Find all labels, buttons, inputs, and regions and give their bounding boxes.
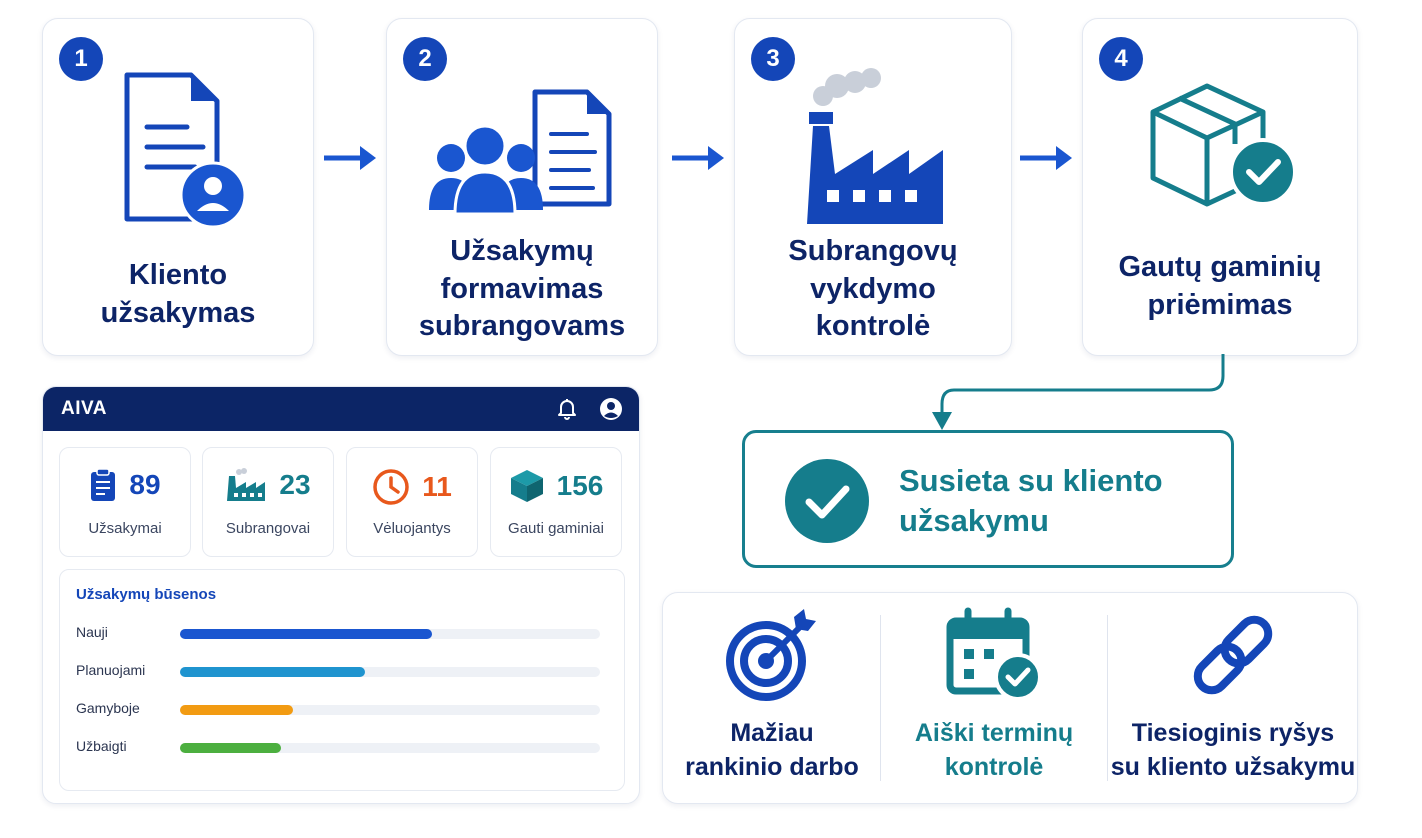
user-avatar-icon[interactable] [599,397,623,421]
benefits-panel: Mažiau rankinio darbo Aiški terminų kont… [662,592,1358,804]
stat-card-subcontractors[interactable]: 23 Subrangovai [202,447,334,557]
status-label: Planuojami [76,662,146,678]
step-number: 4 [1099,37,1143,81]
box-icon [510,470,543,502]
status-label: Gamyboje [76,700,140,716]
stat-card-orders[interactable]: 89 Užsakymai [59,447,191,557]
status-label: Užbaigti [76,738,127,754]
stat-label: Subrangovai [225,520,311,537]
stat-card-delayed[interactable]: 11 Vėluojantys [346,447,478,557]
stat-label: Vėluojantys [373,520,451,537]
status-bar-fill [180,667,365,677]
benefit-direct-link: Tiesioginis ryšys su kliento užsakymu [1107,593,1359,805]
arrow-right-icon [672,146,724,170]
linked-text: Susieta su kliento užsakymu [899,463,1163,539]
stat-value: 11 [422,471,452,502]
status-row-planned: Planuojami [76,662,600,682]
step-card-subcontractor-orders: 2 Užsakymų formavimas subrangovams [386,18,658,356]
team-document-icon [387,57,657,237]
arrow-right-icon [1020,146,1072,170]
step-card-client-order: 1 Kliento užsakymas [42,18,314,356]
benefit-text: Tiesioginis ryšys su kliento užsakymu [1110,719,1356,781]
status-bar-track [180,667,600,677]
benefit-clear-deadline-control: Aiški terminų kontrolė [881,593,1107,805]
stat-value: 23 [279,469,311,500]
stat-value: 89 [129,469,161,500]
status-row-in-production: Gamyboje [76,700,600,720]
step-title: Subrangovų vykdymo kontrolė [788,235,958,343]
status-bar-track [180,629,600,639]
box-check-icon [1083,57,1357,237]
factory-icon [735,57,1011,237]
factory-icon [227,468,266,501]
bell-icon[interactable] [557,398,577,420]
status-row-completed: Užbaigti [76,738,600,758]
divider [880,615,881,781]
app-title: AIVA [61,398,107,419]
step-number: 3 [751,37,795,81]
benefit-text: Mažiau rankinio darbo [685,719,859,781]
step-card-subcontractor-control: 3 Subrangovų vykdymo kontrolė [734,18,1012,356]
status-bar-track [180,705,600,715]
status-label: Nauji [76,624,108,640]
status-bar-fill [180,705,294,715]
order-status-panel: Užsakymų būsenos Nauji Planuojami Gamybo… [59,569,625,791]
clock-icon [373,469,409,505]
stat-card-received-goods[interactable]: 156 Gauti gaminiai [490,447,622,557]
step-number: 2 [403,37,447,81]
step-title: Gautų gaminių priėmimas [1118,251,1322,321]
status-row-new: Nauji [76,624,600,644]
clipboard-icon [91,468,116,501]
arrow-right-icon [324,146,376,170]
stat-value: 156 [556,470,604,501]
benefit-less-manual-work: Mažiau rankinio darbo [663,593,881,805]
link-icon [1193,615,1273,695]
status-bar-fill [180,743,281,753]
calendar-check-icon [946,607,1042,701]
dashboard-header: AIVA [43,387,639,431]
benefit-text: Aiški terminų kontrolė [914,719,1074,781]
step-number: 1 [59,37,103,81]
stat-label: Gauti gaminiai [508,520,604,537]
stat-label: Užsakymai [88,520,162,537]
status-bar-track [180,743,600,753]
status-bar-fill [180,629,432,639]
connector-arrow [932,354,1225,430]
step-title: Kliento užsakymas [100,259,256,329]
divider [1107,615,1108,781]
check-circle-icon [785,459,869,543]
target-icon [726,609,816,701]
linked-to-client-order: Susieta su kliento užsakymu [742,430,1234,568]
document-user-icon [43,57,313,237]
status-panel-title: Užsakymų būsenos [76,586,217,603]
step-title: Užsakymų formavimas subrangovams [418,235,626,343]
step-card-goods-receipt: 4 Gautų gaminių priėmimas [1082,18,1358,356]
aiva-dashboard: AIVA 89 Užsakymai [42,386,640,804]
